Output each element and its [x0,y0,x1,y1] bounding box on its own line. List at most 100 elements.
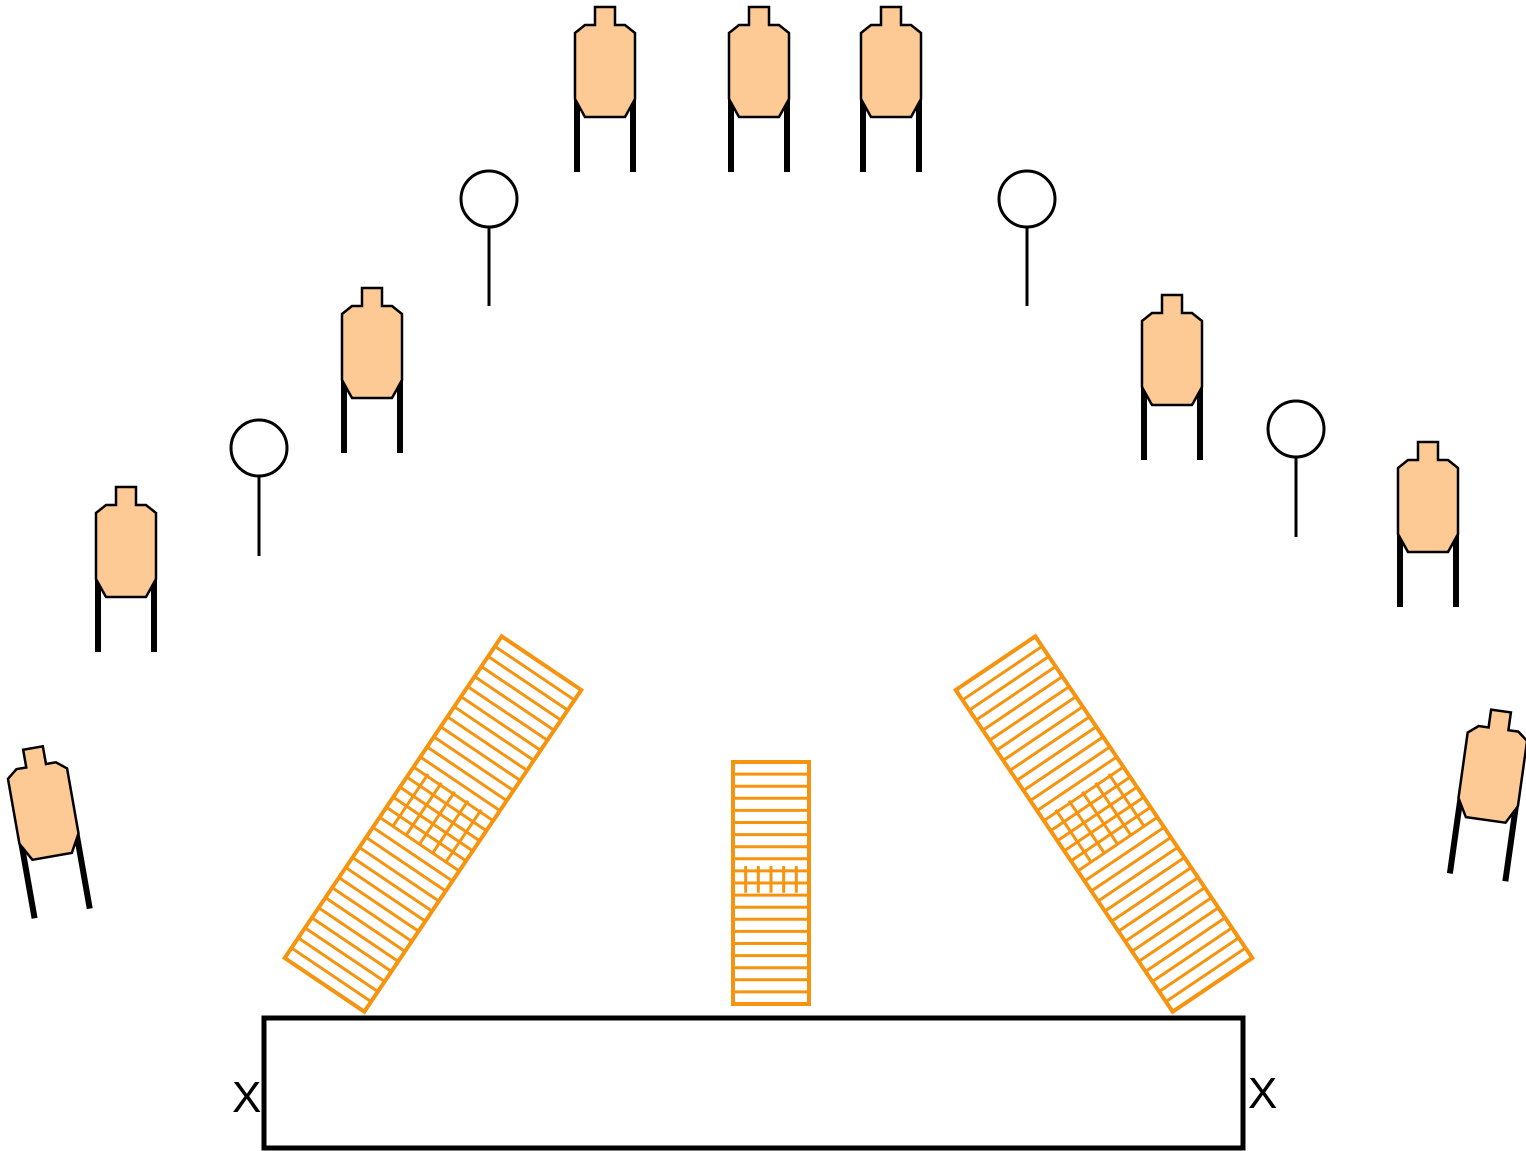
wall-port-grid [392,773,430,827]
wall-slat [494,645,576,702]
wall-slat [372,826,454,883]
wall-slat [1110,866,1193,923]
wall-slat [1124,886,1206,943]
wall-port-grid [445,808,483,863]
wall-slat [1002,705,1084,762]
wall-slat [460,695,542,752]
wall-slat [344,866,427,923]
paper-target-upper-left [340,286,404,453]
wall-slat [982,675,1064,732]
walls-layer [281,633,1256,1015]
wall-slat [1144,916,1226,973]
target-silhouette [1396,440,1460,554]
paper-target-top-left [573,5,637,172]
target-silhouette [340,286,404,400]
targets-layer [6,5,1526,919]
paper-target-mid-right [1396,440,1460,607]
wall-slat [1022,735,1104,792]
wall-slat [1097,846,1179,903]
wall-slat [1165,946,1247,1003]
wall-slat [1076,816,1159,873]
paper-target-far-left [6,744,93,919]
wall-port-grid [1107,773,1145,827]
target-silhouette [1457,708,1526,825]
wall-slat [419,755,501,812]
wall-port-grid [432,799,470,854]
plate-face [229,418,289,478]
wall-slat [1029,745,1111,802]
target-stand-leg [18,840,38,919]
wall-slat [331,886,413,943]
wall-slat [439,725,522,782]
wall-slat [426,745,508,802]
paper-target-upper-right [1140,293,1204,460]
start-mark-right: X [1248,1069,1278,1118]
target-silhouette [6,744,80,862]
wall-slat [1036,755,1118,812]
target-silhouette [1140,293,1204,407]
wall-port-grid [418,790,456,845]
wall-slat [968,655,1050,712]
wall-slat [1117,876,1199,933]
wall-slat [365,836,447,893]
wall-slat [487,655,569,712]
target-stand-leg [73,831,93,910]
wall-slat [1104,856,1186,913]
wall-slat [304,926,386,983]
wall-slat [338,876,420,933]
wall-slat [988,685,1071,742]
wall-slat [446,715,528,772]
wall-slat [975,665,1057,722]
wall-slat [433,735,515,792]
steel-plate-upper-left [459,169,519,306]
start-mark-left: X [232,1073,262,1122]
wall-slat [351,856,433,913]
steel-plate-lower-left [229,418,289,556]
shooting-box [261,1015,1246,1151]
wall-right [952,633,1256,1015]
wall-port-grid [1094,782,1132,836]
target-silhouette [94,485,158,599]
paper-target-top-right [859,5,923,172]
wall-slat [1009,715,1091,772]
wall-slat [453,705,535,762]
target-stand-leg [1502,803,1520,882]
wall-slat [1158,936,1240,993]
paper-target-top-center [727,5,791,172]
plate-face [459,169,519,229]
wall-port-grid [405,782,443,836]
target-stand-leg [1446,795,1464,874]
wall-slat [480,665,562,722]
wall-slat [466,685,549,742]
plate-face [997,169,1057,229]
wall-slat [297,936,379,993]
wall-slat [961,645,1043,702]
wall-outline [281,633,585,1015]
wall-slat [324,896,406,953]
target-silhouette [727,5,791,119]
wall-slat [1090,836,1172,893]
wall-slat [1131,896,1213,953]
paper-target-mid-left [94,485,158,652]
wall-slat [1083,826,1165,883]
wall-left [281,633,585,1015]
wall-slat [290,946,372,1003]
wall-slat [995,695,1077,752]
steel-plate-lower-right [1266,399,1326,537]
wall-slat [311,916,393,973]
target-silhouette [573,5,637,119]
wall-port-grid [1054,808,1092,863]
wall-slat [378,816,461,873]
wall-slat [1151,926,1233,983]
wall-center [731,760,811,1006]
wall-outline [731,760,811,1006]
steel-plate-upper-right [997,169,1057,306]
paper-target-far-right [1446,708,1526,882]
wall-slat [1137,906,1220,963]
wall-slat [317,906,400,963]
target-silhouette [859,5,923,119]
wall-slat [473,675,555,732]
steel-plates-layer [229,169,1326,556]
wall-slat [358,846,440,903]
